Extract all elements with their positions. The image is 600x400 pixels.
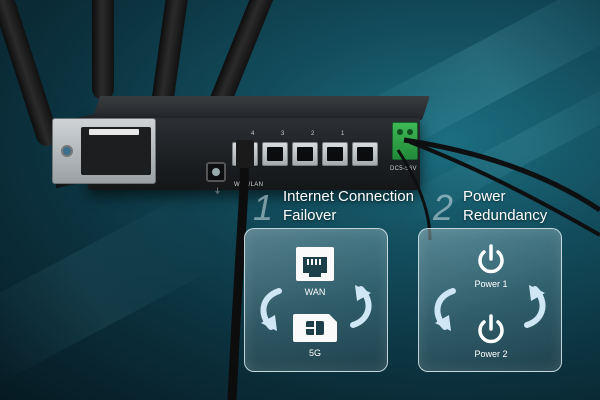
dc-input-label: DC5-56V [390,166,417,172]
bracket-sticker [89,129,139,135]
wan-label: WAN [304,287,326,297]
ethernet-port [292,142,318,166]
ethernet-port-icon [296,247,334,281]
power-icon [478,314,504,344]
antenna [92,0,114,100]
ethernet-port [352,142,378,166]
power-redundancy-panel: Power 1 Power 2 [418,228,562,372]
feature-title-line: Internet Connection [283,188,414,205]
arrow-up-icon [350,285,372,328]
power-icon [478,244,504,274]
feature-title-line: Failover [283,207,337,224]
feature-title-line: Power [463,188,506,205]
din-rail-bracket [52,118,156,184]
port-number: 2 [311,131,315,137]
feature-title-power-redundancy: Power Redundancy [463,187,547,225]
arrow-down-icon [434,288,456,331]
bracket-plate [81,127,151,175]
arrow-up-icon [524,285,546,328]
dc-jack [206,162,226,182]
power-1-label: Power 1 [474,279,508,289]
feature-number: 1 [253,187,274,228]
arrow-down-icon [260,288,282,331]
ground-icon: ⏚ [214,188,221,195]
ethernet-port [322,142,348,166]
port-number: 3 [281,131,285,137]
5g-label: 5G [308,348,321,358]
port-number: 4 [251,131,255,137]
power-2-label: Power 2 [474,349,508,359]
feature-title-line: Redundancy [463,207,548,224]
ethernet-port [262,142,288,166]
sim-card-icon [293,314,337,342]
feature-number: 2 [433,187,454,228]
failover-panel: WAN 5G [244,228,388,372]
feature-title-failover: Internet Connection Failover [283,187,414,225]
port-number: 1 [341,131,345,137]
mounting-hole [61,145,73,157]
